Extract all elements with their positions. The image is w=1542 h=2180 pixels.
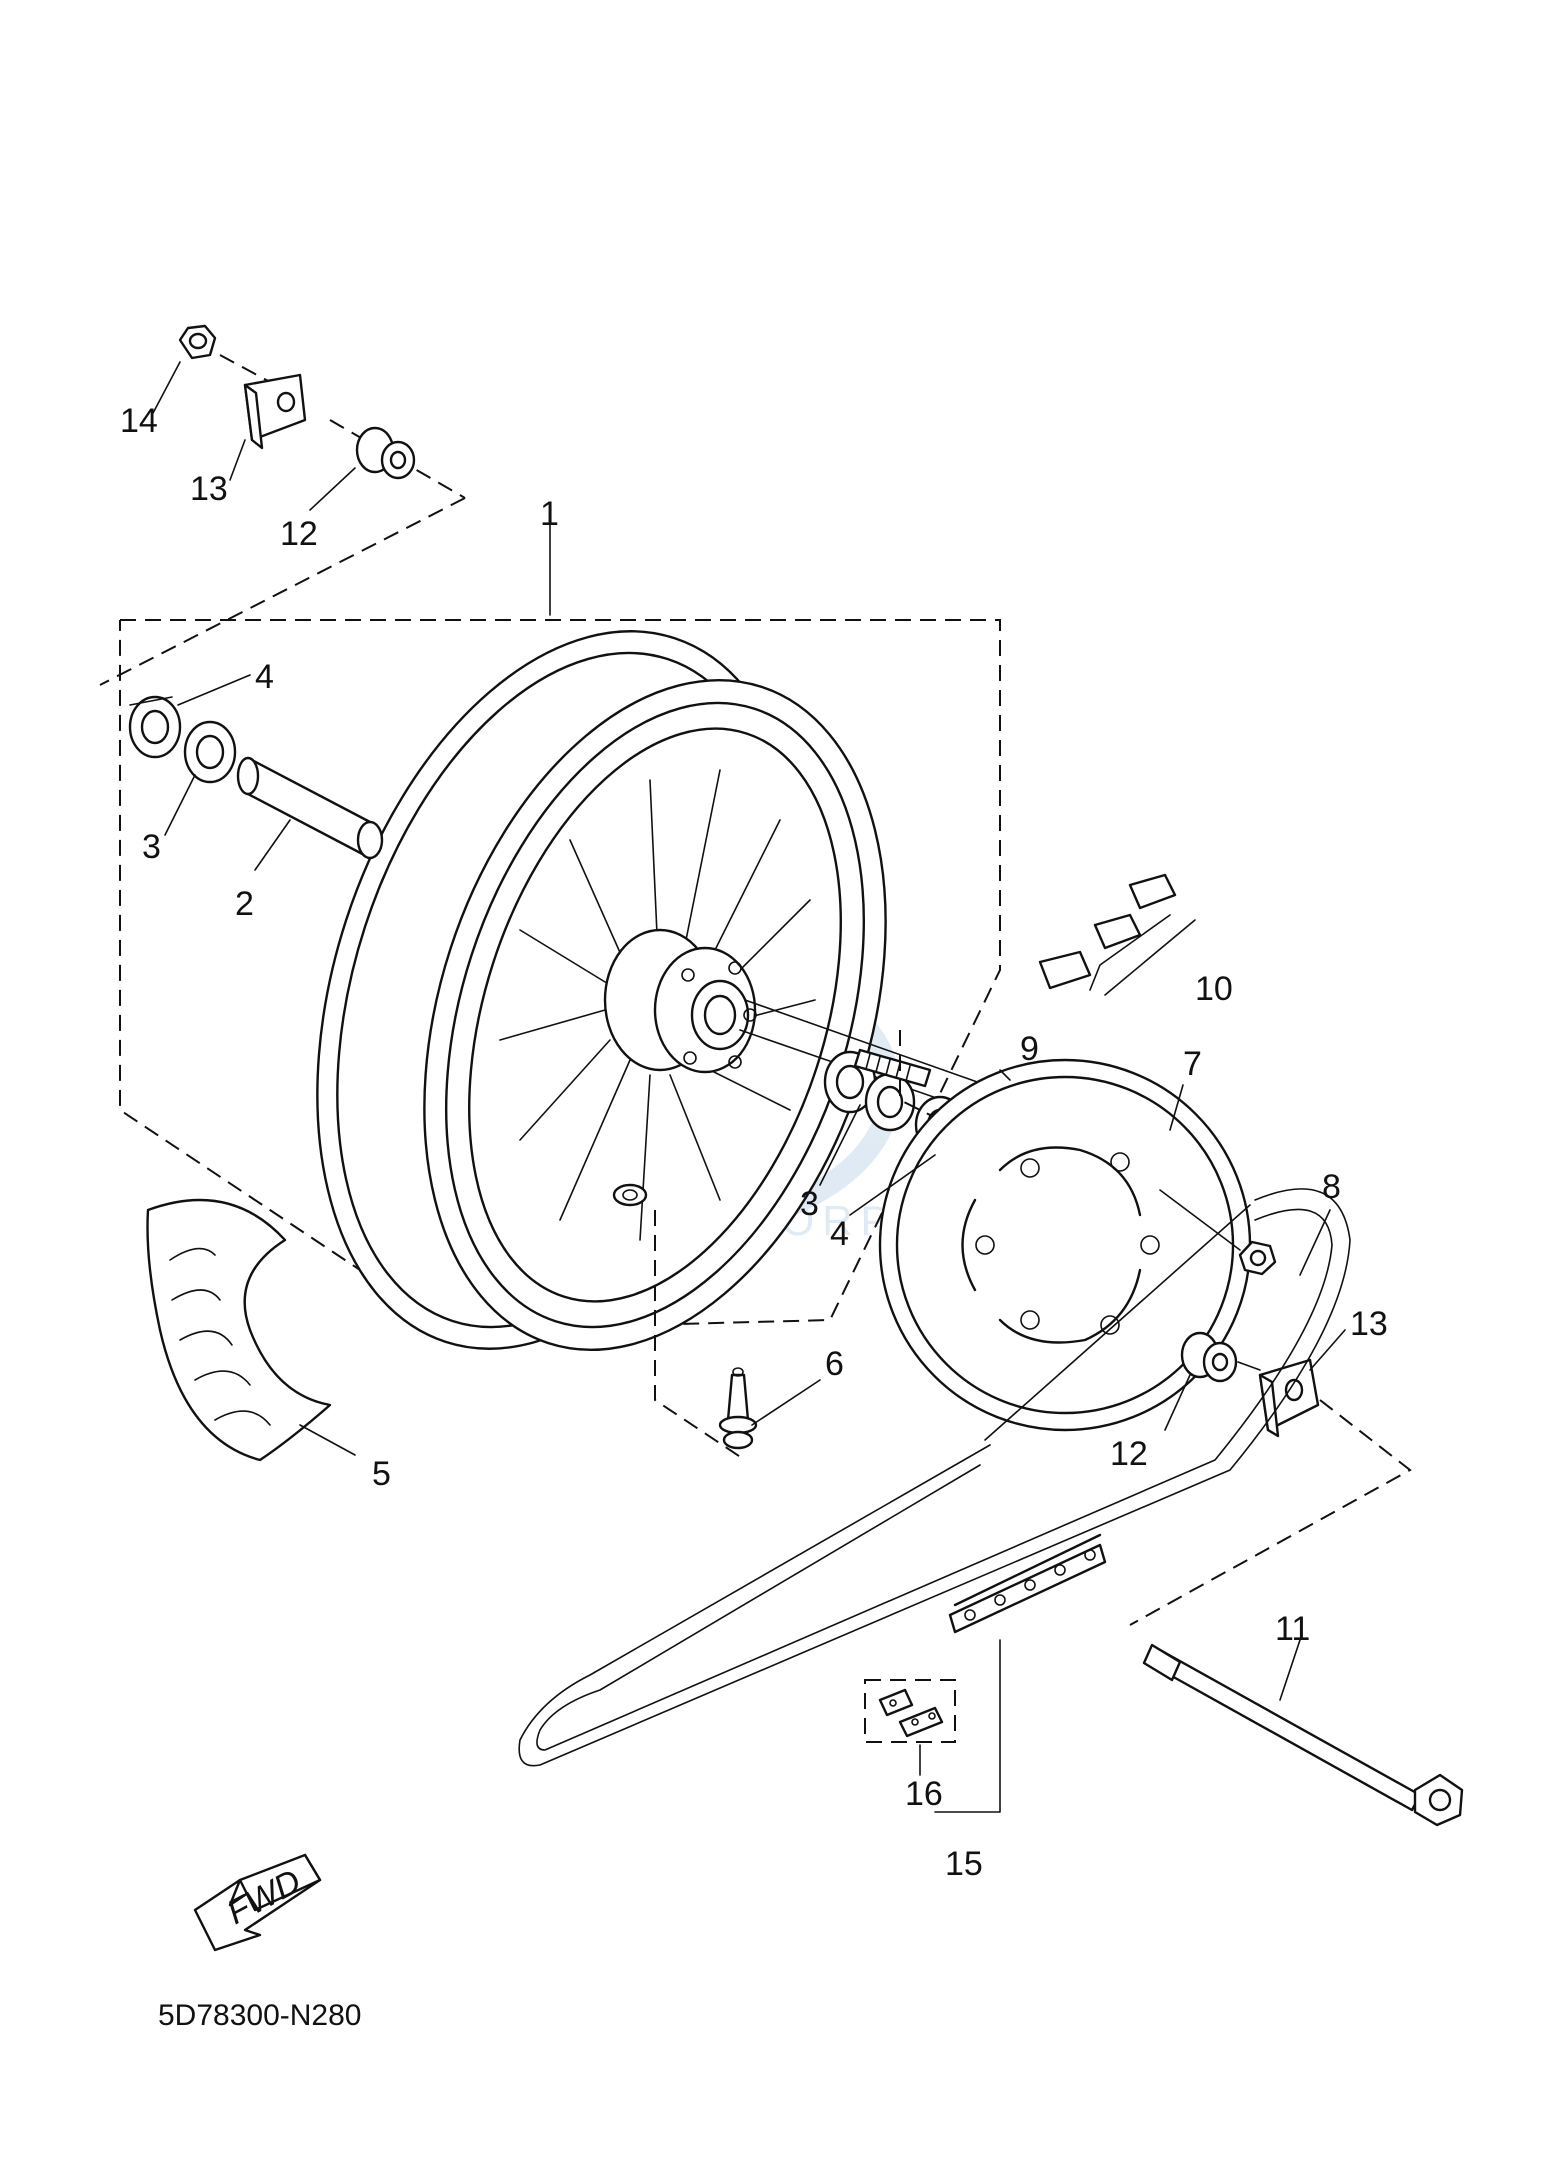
callout-1: 1 bbox=[540, 495, 559, 533]
callout-11: 11 bbox=[1275, 1610, 1310, 1648]
diagram-code: 5D78300-N280 bbox=[158, 1999, 361, 2032]
valve-6 bbox=[718, 1367, 758, 1450]
nut-dash-line bbox=[219, 354, 271, 383]
axle-centerline bbox=[744, 999, 1001, 1091]
callout-3-right: 3 bbox=[800, 1185, 819, 1223]
callout-3-left: 3 bbox=[142, 828, 161, 866]
callout-12-right: 12 bbox=[1110, 1435, 1148, 1473]
callout-9: 9 bbox=[1020, 1030, 1039, 1068]
axle-left-dash-line bbox=[99, 497, 466, 686]
callout-7: 7 bbox=[1183, 1045, 1202, 1083]
collar-nut-14 bbox=[178, 324, 217, 360]
callout-13-top: 13 bbox=[190, 470, 228, 508]
left-bearing-3 bbox=[183, 720, 237, 784]
callout-14: 14 bbox=[120, 402, 158, 440]
callout-5: 5 bbox=[372, 1455, 391, 1493]
callout-16: 16 bbox=[905, 1775, 943, 1813]
callout-13-right: 13 bbox=[1350, 1305, 1388, 1343]
callout-4-left: 4 bbox=[255, 658, 274, 696]
callout-6: 6 bbox=[825, 1345, 844, 1383]
forward-arrow-icon: FWD bbox=[193, 1853, 322, 1952]
callout-8: 8 bbox=[1322, 1168, 1341, 1206]
damper-rubbers-10 bbox=[1038, 873, 1196, 996]
wheel-axle-11 bbox=[1142, 1643, 1464, 1827]
adjuster-plate-13 bbox=[243, 373, 307, 450]
right-bearing-3b bbox=[864, 1072, 916, 1132]
collar-12-right bbox=[1180, 1331, 1261, 1383]
stud-bolt-9 bbox=[853, 1048, 932, 1088]
callout-12-top: 12 bbox=[280, 515, 318, 553]
right-plate-dash bbox=[1129, 1399, 1412, 1626]
callout-10: 10 bbox=[1195, 970, 1233, 1008]
adjuster-plate-13-right bbox=[1258, 1358, 1320, 1438]
callout-15: 15 bbox=[945, 1845, 983, 1883]
chain-links-detail bbox=[948, 1533, 1107, 1634]
rear-wheel bbox=[316, 630, 887, 1351]
valve-dash bbox=[654, 1210, 746, 1461]
chain-joint-16 bbox=[878, 1688, 944, 1738]
left-bearing-4 bbox=[128, 695, 182, 759]
callout-2: 2 bbox=[235, 885, 254, 923]
callout-4-right: 4 bbox=[830, 1215, 849, 1253]
wheel-assembly-boundary bbox=[119, 619, 1001, 1332]
nut-8-line bbox=[1159, 1189, 1241, 1251]
tire-5 bbox=[146, 1198, 332, 1462]
leader-lines bbox=[151, 361, 1346, 1813]
hub-spacer-2 bbox=[236, 756, 384, 860]
nut-8 bbox=[1238, 1240, 1277, 1276]
collar-12-top bbox=[355, 426, 416, 480]
